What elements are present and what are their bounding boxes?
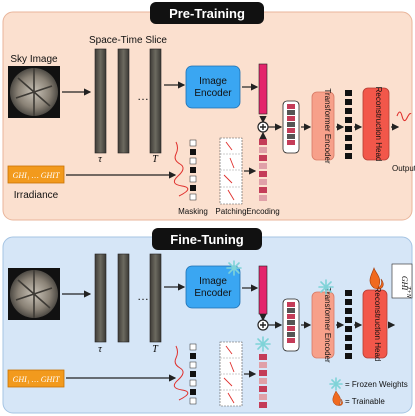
sky-image [8, 66, 60, 118]
token-column-ft [282, 298, 300, 352]
finetune-panel: Fine-Tuning … τ T Image Encoder [2, 228, 413, 414]
output-ft-label: GHI [400, 276, 409, 291]
ghi-input-label: GHI₁ … GHIT [13, 171, 60, 180]
image-embedding-ft [258, 265, 268, 315]
fire-icon [332, 390, 343, 406]
snowflake-icon [255, 336, 271, 352]
output-token-stack [345, 90, 352, 159]
ellipsis-ft: … [137, 289, 149, 303]
snowflake-icon [329, 377, 343, 391]
tau-label: τ [98, 154, 102, 165]
snowflake-icon [226, 260, 242, 276]
slice-strip-ft [117, 253, 130, 343]
slice-strip-ft [149, 253, 162, 343]
output-box [391, 263, 413, 299]
ellipsis: … [137, 89, 149, 103]
encoder-label-1: Image [199, 76, 227, 87]
snowflake-icon [318, 279, 334, 295]
legend-frozen-label: = Frozen Weights [345, 380, 408, 389]
ghi-input-label-ft: GHI₁ … GHIT [13, 375, 60, 384]
output-signal [396, 111, 412, 122]
finetune-title: Fine-Tuning [170, 232, 243, 247]
image-encoder-block [185, 65, 241, 109]
masking-label: Masking [178, 207, 208, 216]
pretrain-title: Pre-Training [169, 6, 245, 21]
slice-strip [149, 48, 162, 154]
slice-strip-ft [94, 253, 107, 343]
pretrain-panel: Pre-Training Sky Image Space-Time Slice … [2, 2, 415, 221]
encoder-ft-label-2: Encoder [194, 288, 232, 299]
transformer-label-ft: Transformer Encoder [323, 287, 332, 363]
encoding-column-ft [259, 354, 267, 408]
t-label-ft: T [152, 344, 159, 355]
patching-column-ft [219, 341, 243, 407]
legend: = Frozen Weights = Trainable [329, 377, 408, 406]
irradiance-signal-ft [173, 345, 189, 401]
reconstruction-head-block [362, 87, 390, 161]
output-token-stack-ft [345, 290, 352, 359]
token-column [282, 100, 300, 154]
tau-label-ft: τ [98, 344, 102, 355]
slice-label: Space-Time Slice [89, 35, 167, 46]
patching-column [219, 137, 243, 205]
image-encoder-block-ft [185, 265, 241, 309]
ghi-input-box [7, 165, 65, 184]
slice-strip [94, 48, 107, 154]
t-label: T [152, 154, 159, 165]
ghi-input-box-ft [7, 369, 65, 388]
pretrain-title-badge [150, 2, 264, 24]
transformer-label: Transformer Encoder [323, 88, 332, 164]
output-ft-sub: T+N [405, 286, 411, 298]
recon-label-ft: Reconstruction Head [373, 287, 382, 362]
masking-column-ft [189, 343, 197, 405]
encoding-label: Encoding [246, 207, 279, 216]
patching-label: Patching [215, 207, 246, 216]
reconstruction-head-block-ft [362, 289, 388, 359]
encoder-ft-label-1: Image [199, 276, 227, 287]
legend-trainable-label: = Trainable [345, 397, 385, 406]
irradiance-label: Irradiance [14, 190, 59, 201]
slice-strip [117, 48, 130, 154]
sky-image-label: Sky Image [10, 54, 58, 65]
image-embedding [258, 63, 268, 115]
irradiance-signal [173, 141, 189, 197]
transformer-encoder-block-ft [311, 291, 335, 359]
masking-column [189, 139, 197, 201]
encoder-label-2: Encoder [194, 88, 232, 99]
encoding-column [259, 139, 267, 201]
transformer-encoder-block [311, 91, 335, 161]
sky-image-ft [8, 268, 60, 320]
output-label: Output [392, 164, 415, 173]
finetune-title-badge [152, 228, 262, 250]
recon-label: Reconstruction Head [374, 87, 383, 162]
fire-icon [369, 267, 384, 289]
